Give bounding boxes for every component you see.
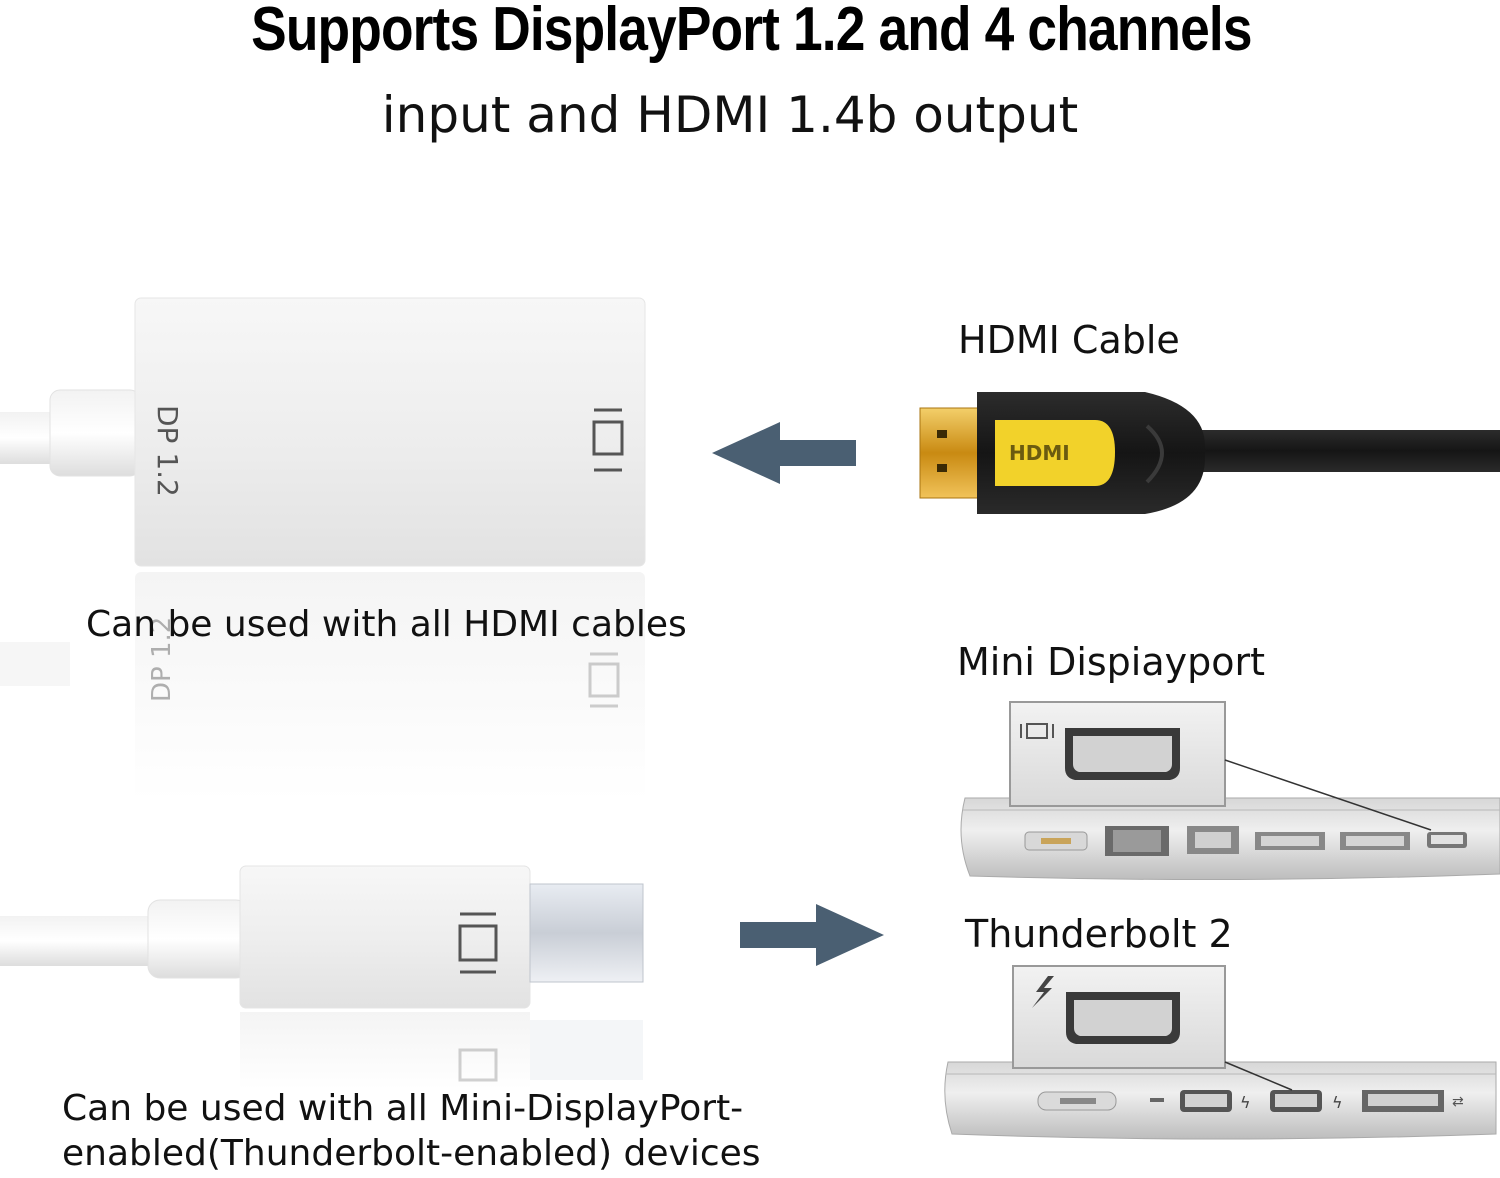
page-subtitle: input and HDMI 1.4b output — [381, 86, 1079, 144]
hdmi-logo-text: HDMI — [1009, 441, 1070, 465]
thunderbolt-icon — [1032, 976, 1054, 1008]
thunderbolt-label: Thunderbolt 2 — [965, 912, 1233, 956]
caption-hdmi-cables: Can be used with all HDMI cables — [86, 604, 687, 645]
svg-text:DP 1.2: DP 1.2 — [147, 617, 177, 702]
arrow-left-icon — [712, 420, 858, 486]
laptop-mini-displayport-image — [955, 698, 1500, 888]
mini-displayport-label: Mini Dispiayport — [957, 640, 1266, 684]
hdmi-port-icon — [592, 408, 624, 472]
caption-mini-displayport-line2: enabled(Thunderbolt-enabled) devices — [62, 1133, 761, 1174]
svg-text:ϟ: ϟ — [1332, 1093, 1343, 1112]
page-title: Supports DisplayPort 1.2 and 4 channels — [251, 0, 1252, 64]
hdmi-cable-label: HDMI Cable — [958, 318, 1180, 362]
arrow-right-icon — [738, 902, 884, 968]
laptop-thunderbolt-image: ϟ ϟ ⇄ — [940, 962, 1500, 1152]
dp-port-label: DP 1.2 — [151, 405, 184, 497]
svg-text:ϟ: ϟ — [1240, 1093, 1251, 1112]
svg-text:⇄: ⇄ — [1452, 1094, 1464, 1110]
mini-displayport-plug-image — [0, 860, 660, 1090]
displayport-icon — [1020, 723, 1054, 739]
caption-mini-displayport-line1: Can be used with all Mini-DisplayPort- — [62, 1088, 744, 1129]
hdmi-adapter-image: DP 1.2 DP 1.2 — [0, 290, 660, 810]
caption-mini-displayport: Can be used with all Mini-DisplayPort- e… — [62, 1086, 761, 1176]
hdmi-plug-image: HDMI — [915, 386, 1500, 518]
